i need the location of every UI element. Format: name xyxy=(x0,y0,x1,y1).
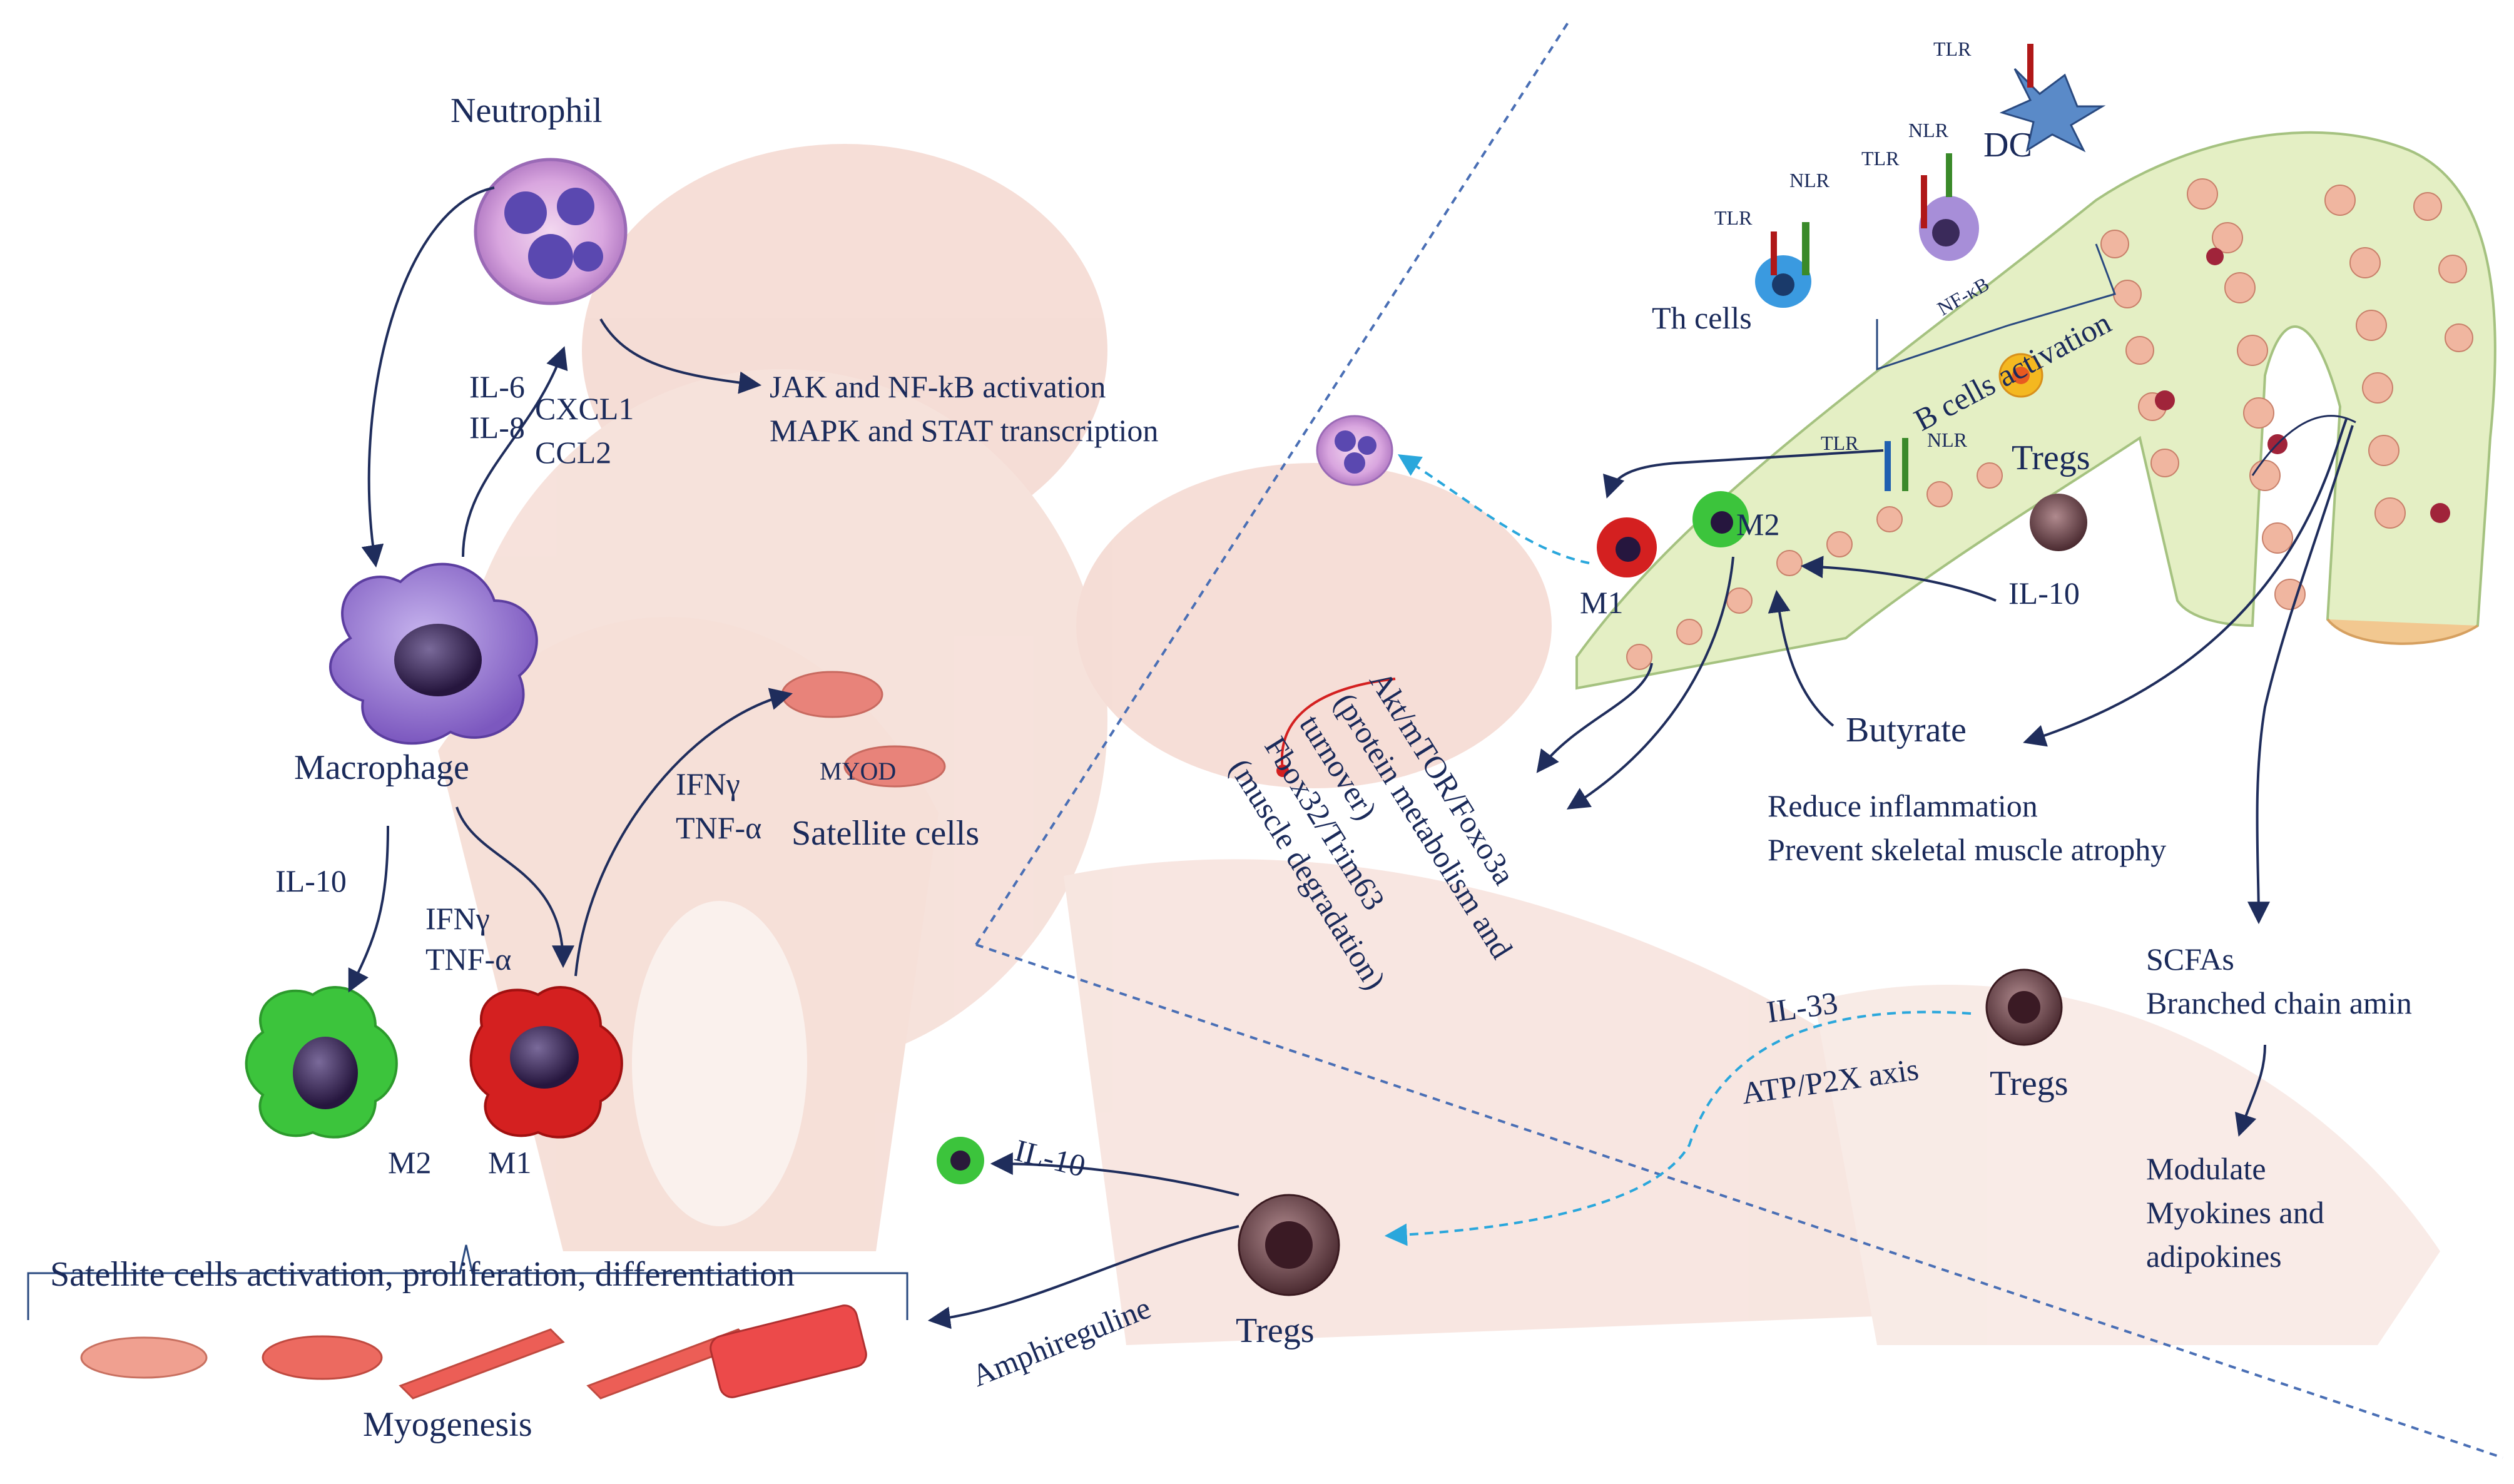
arrow-gut-to-m1 xyxy=(1603,449,1884,499)
jak-label: JAK and NF-kB activation xyxy=(770,369,1106,404)
mapk-label: MAPK and STAT transcription xyxy=(770,413,1159,448)
treg-right-cell-icon xyxy=(1985,968,2063,1046)
tregs-gut-label: Tregs xyxy=(2012,439,2090,477)
treg-gut-icon xyxy=(2030,494,2087,551)
arrow-neutrophil-to-macrophage xyxy=(361,186,495,568)
myokines-label: Myokines and xyxy=(2146,1195,2324,1230)
tlr-b-label: TLR xyxy=(1861,147,1900,170)
satellite-label: Satellite cells xyxy=(791,814,980,853)
arrow-gut-to-butyrate xyxy=(2023,419,2348,747)
myogenesis-label: Myogenesis xyxy=(363,1405,532,1444)
arrow-macrophage-to-neutrophil xyxy=(462,346,568,557)
branched-label: Branched chain amin xyxy=(2146,985,2412,1020)
dendritic-cell-icon xyxy=(1999,44,2106,153)
tlr-a-label: TLR xyxy=(1714,206,1753,229)
cxcl1-label: CXCL1 xyxy=(535,391,634,426)
tregs-right-label: Tregs xyxy=(1990,1064,2069,1103)
b-cell-icon xyxy=(1919,153,1979,261)
arrow-tregs-to-m2 xyxy=(990,1152,1239,1196)
arrow-macrophage-to-m1 xyxy=(455,806,574,968)
nlr-a-label: NLR xyxy=(1789,169,1830,191)
macrophage-cell-icon xyxy=(328,562,538,745)
arrow-tregs-to-myotube xyxy=(927,1225,1239,1329)
inhibition-dot xyxy=(1276,765,1289,777)
treg-cell-icon xyxy=(1238,1194,1340,1296)
arrow-gut-to-neutrophil xyxy=(1397,454,1590,564)
th-cell-icon xyxy=(1755,222,1811,308)
macrophage-label: Macrophage xyxy=(294,748,469,787)
tlr-top-label: TLR xyxy=(1933,38,1972,60)
m2-cell-icon xyxy=(245,986,398,1139)
ifng-mid-label: IFNγ xyxy=(676,766,740,801)
th-cells-label: Th cells xyxy=(1652,300,1752,335)
scfas-label: SCFAs xyxy=(2146,942,2234,977)
satellite-cell-icon xyxy=(781,671,946,788)
bracket-satellite xyxy=(27,1244,908,1320)
arrow-m2-to-akt xyxy=(1566,556,1734,810)
m1-cell-icon xyxy=(469,986,623,1139)
myotube-icon xyxy=(80,1304,867,1400)
bracket-bcells xyxy=(1876,243,2116,371)
ccl2-label: CCL2 xyxy=(535,435,612,470)
inhibition-arc xyxy=(1280,678,1396,770)
arrow-m1-to-akt xyxy=(1536,663,1653,773)
separator-upper xyxy=(975,18,1572,946)
reduce-label: Reduce inflammation xyxy=(1768,788,2038,823)
butyrate-label: Butyrate xyxy=(1846,711,1967,750)
arrow-butyrate-to-gut xyxy=(1768,589,1835,727)
intestinal-villi-icon xyxy=(1575,131,2496,690)
arrow-il10-to-gut xyxy=(1800,556,1997,602)
tlr-gut-label: TLR xyxy=(1821,432,1859,454)
satellite-activation-label: Satellite cells activation, proliferatio… xyxy=(50,1255,795,1294)
arrow-m1-to-satellite xyxy=(574,688,793,977)
il10-gut-label: IL-10 xyxy=(2008,576,2080,611)
prevent-label: Prevent skeletal muscle atrophy xyxy=(1768,832,2167,867)
nlr-gut-label: NLR xyxy=(1927,429,1967,451)
arrow-neutrophil-to-jak xyxy=(599,318,762,394)
nlr-b-label: NLR xyxy=(1908,119,1948,141)
il8-label: IL-8 xyxy=(469,410,525,445)
m2-small-icon xyxy=(937,1137,984,1184)
tnfa-mid-label: TNF-α xyxy=(676,810,762,845)
arrow-tregs-right-to-tregs xyxy=(1384,1010,1972,1246)
neutrophil-cell-icon xyxy=(474,158,628,305)
m1-left-label: M1 xyxy=(488,1145,532,1180)
il6-label: IL-6 xyxy=(469,369,525,404)
separator-lower xyxy=(975,943,2503,1459)
m1-gut-nucleus xyxy=(1616,537,1641,562)
dc-label: DC xyxy=(1983,126,2032,165)
neutrophil-small-icon xyxy=(1316,415,1393,486)
nlr-gut-receptor xyxy=(1902,438,1908,491)
adipokines-label: adipokines xyxy=(2146,1239,2282,1274)
arrow-gut-to-scfas xyxy=(2247,425,2354,925)
ifng-left-label: IFNγ xyxy=(425,901,490,936)
arrow-macrophage-to-m2 xyxy=(348,825,389,993)
neutrophil-label: Neutrophil xyxy=(450,91,603,130)
myod-label: MYOD xyxy=(820,757,897,785)
m1-gut-label: M1 xyxy=(1580,585,1624,620)
tnfa-left-label: TNF-α xyxy=(425,942,512,977)
il10-left-label: IL-10 xyxy=(275,863,347,898)
m2-left-label: M2 xyxy=(388,1145,432,1180)
yellow-cell-nucleus xyxy=(2012,367,2030,384)
tregs-bottom-label: Tregs xyxy=(1236,1311,1315,1350)
modulate-label: Modulate xyxy=(2146,1151,2266,1186)
m2-gut-label: M2 xyxy=(1736,507,1780,542)
tlr-gut-receptor xyxy=(1885,441,1891,491)
m2-gut-nucleus xyxy=(1711,511,1733,534)
arrow-scfas-to-modulate xyxy=(2235,1044,2266,1137)
arrow-gut-loop xyxy=(2251,415,2356,476)
